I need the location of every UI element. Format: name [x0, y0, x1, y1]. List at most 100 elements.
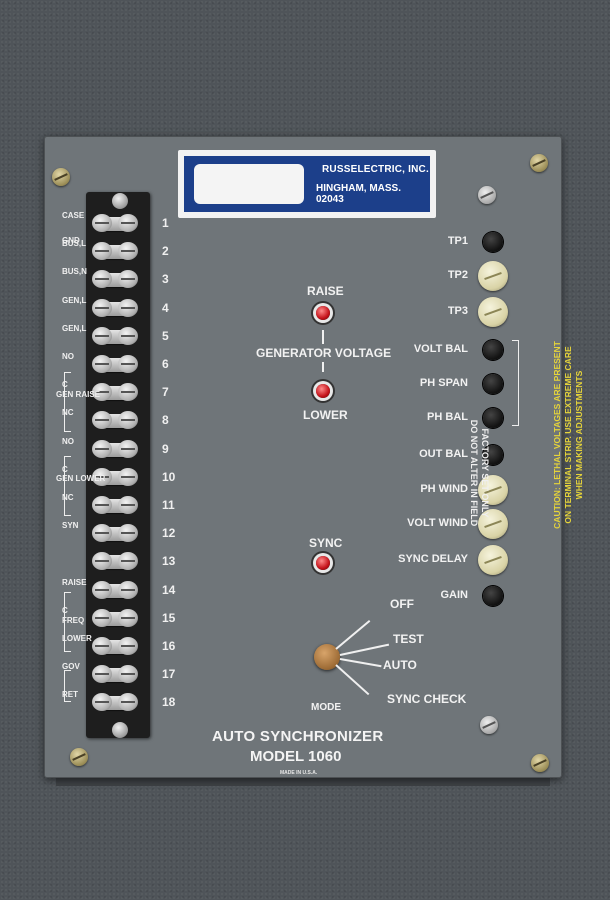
terminal-screw-icon[interactable]	[118, 609, 138, 627]
terminal-screw-icon[interactable]	[92, 383, 112, 401]
raise-arrow-icon	[322, 330, 324, 344]
mode-option-auto[interactable]: AUTO	[383, 658, 417, 672]
terminal-number: 10	[162, 470, 176, 484]
test-point-jack-icon[interactable]	[483, 408, 503, 428]
terminal-screw-icon[interactable]	[118, 552, 138, 570]
terminal-screw-icon[interactable]	[118, 440, 138, 458]
terminal-number: 18	[162, 695, 176, 709]
terminal-screw-icon[interactable]	[118, 693, 138, 711]
terminal-label: BUS,N	[62, 267, 87, 276]
terminal-screw-icon[interactable]	[92, 355, 112, 373]
terminal-label: RAISE	[62, 578, 87, 587]
terminal-label: NO	[62, 352, 74, 361]
terminal-screw-icon[interactable]	[118, 411, 138, 429]
manufacturer-address: HINGHAM, MASS. 02043	[316, 183, 401, 205]
terminal-number: 17	[162, 667, 176, 681]
terminal-number: 15	[162, 611, 176, 625]
adjustment-label: OUT BAL	[419, 448, 468, 460]
mode-option-off[interactable]: OFF	[390, 597, 414, 611]
test-point-jack-icon[interactable]	[483, 340, 503, 360]
adjustment-potentiometer-icon[interactable]	[478, 475, 508, 505]
terminal-number: 7	[162, 385, 169, 399]
terminal-number: 2	[162, 244, 169, 258]
test-point-jack-icon[interactable]	[483, 374, 503, 394]
terminal-number: 1	[162, 216, 169, 230]
sync-label: SYNC	[309, 536, 343, 550]
terminal-screw-icon[interactable]	[92, 609, 112, 627]
terminal-screw-icon[interactable]	[118, 383, 138, 401]
product-title: AUTO SYNCHRONIZER	[212, 728, 384, 745]
terminal-screw-icon[interactable]	[118, 524, 138, 542]
terminal-screw-icon[interactable]	[92, 552, 112, 570]
adjustment-potentiometer-icon[interactable]	[478, 261, 508, 291]
terminal-screw-icon[interactable]	[92, 637, 112, 655]
mode-option-sync-check[interactable]: SYNC CHECK	[387, 692, 467, 706]
terminal-number: 6	[162, 357, 169, 371]
terminal-screw-icon[interactable]	[92, 468, 112, 486]
terminal-screw-icon[interactable]	[92, 327, 112, 345]
adjustment-label: VOLT BAL	[413, 343, 468, 355]
terminal-label: GEN,L	[62, 296, 87, 305]
terminal-screw-icon[interactable]	[118, 214, 138, 232]
corner-screw-icon	[530, 154, 548, 172]
terminal-number: 3	[162, 272, 169, 286]
terminal-screw-icon[interactable]	[118, 496, 138, 514]
test-point-jack-icon[interactable]	[483, 586, 503, 606]
adjustment-potentiometer-icon[interactable]	[478, 297, 508, 327]
adjustment-potentiometer-icon[interactable]	[478, 545, 508, 575]
mode-label: MODE	[311, 702, 341, 713]
terminal-screw-icon[interactable]	[92, 440, 112, 458]
mounting-screw-icon	[480, 716, 498, 734]
terminal-label: SYN	[62, 521, 79, 530]
sync-indicator-led	[316, 556, 330, 570]
terminal-screw-icon[interactable]	[92, 524, 112, 542]
terminal-label: NC	[62, 408, 74, 417]
terminal-screw-icon[interactable]	[118, 270, 138, 288]
test-point-jack-icon[interactable]	[483, 232, 503, 252]
terminal-screw-icon[interactable]	[92, 299, 112, 317]
terminal-number: 11	[162, 498, 175, 512]
manufacturer-name: RUSSELECTRIC, INC.	[322, 164, 429, 175]
caution-warning: CAUTION: LETHAL VOLTAGES ARE PRESENT ON …	[552, 341, 584, 529]
terminal-label: BUS,L	[62, 239, 86, 248]
factory-set-bracket	[512, 340, 519, 426]
terminal-screw-icon[interactable]	[92, 496, 112, 514]
terminal-number: 13	[162, 554, 176, 568]
terminal-number: 8	[162, 413, 169, 427]
mode-option-test[interactable]: TEST	[393, 632, 424, 646]
terminal-screw-icon[interactable]	[92, 214, 112, 232]
terminal-screw-icon[interactable]	[118, 299, 138, 317]
terminal-screw-icon[interactable]	[118, 581, 138, 599]
adjustment-label: TP1	[447, 235, 468, 247]
corner-screw-icon	[531, 754, 549, 772]
terminal-number: 16	[162, 639, 176, 653]
gen-lower-bracket	[64, 456, 71, 516]
terminal-screw-icon[interactable]	[118, 242, 138, 260]
terminal-number: 12	[162, 526, 176, 540]
nameplate-blank-area	[194, 164, 304, 204]
terminal-screw-icon[interactable]	[92, 693, 112, 711]
lower-arrow-icon	[322, 362, 324, 372]
gen-raise-bracket	[64, 372, 71, 432]
corner-screw-icon	[70, 748, 88, 766]
terminal-screw-icon[interactable]	[92, 242, 112, 260]
terminal-screw-icon[interactable]	[118, 327, 138, 345]
terminal-screw-icon[interactable]	[118, 637, 138, 655]
terminal-screw-icon[interactable]	[118, 355, 138, 373]
terminal-screw-icon[interactable]	[118, 665, 138, 683]
adjustment-potentiometer-icon[interactable]	[478, 509, 508, 539]
terminal-screw-icon[interactable]	[92, 270, 112, 288]
corner-screw-icon	[52, 168, 70, 186]
terminal-label: NO	[62, 437, 74, 446]
test-point-jack-icon[interactable]	[483, 445, 503, 465]
chassis-edge	[56, 776, 550, 786]
terminal-number: 9	[162, 442, 169, 456]
terminal-screw-icon[interactable]	[118, 468, 138, 486]
raise-label: RAISE	[307, 284, 344, 298]
terminal-screw-icon[interactable]	[92, 411, 112, 429]
mounting-screw-icon	[478, 186, 496, 204]
terminal-screw-icon[interactable]	[92, 665, 112, 683]
terminal-screw-icon[interactable]	[92, 581, 112, 599]
raise-indicator-led	[316, 306, 330, 320]
model-number: MODEL 1060	[250, 748, 342, 765]
